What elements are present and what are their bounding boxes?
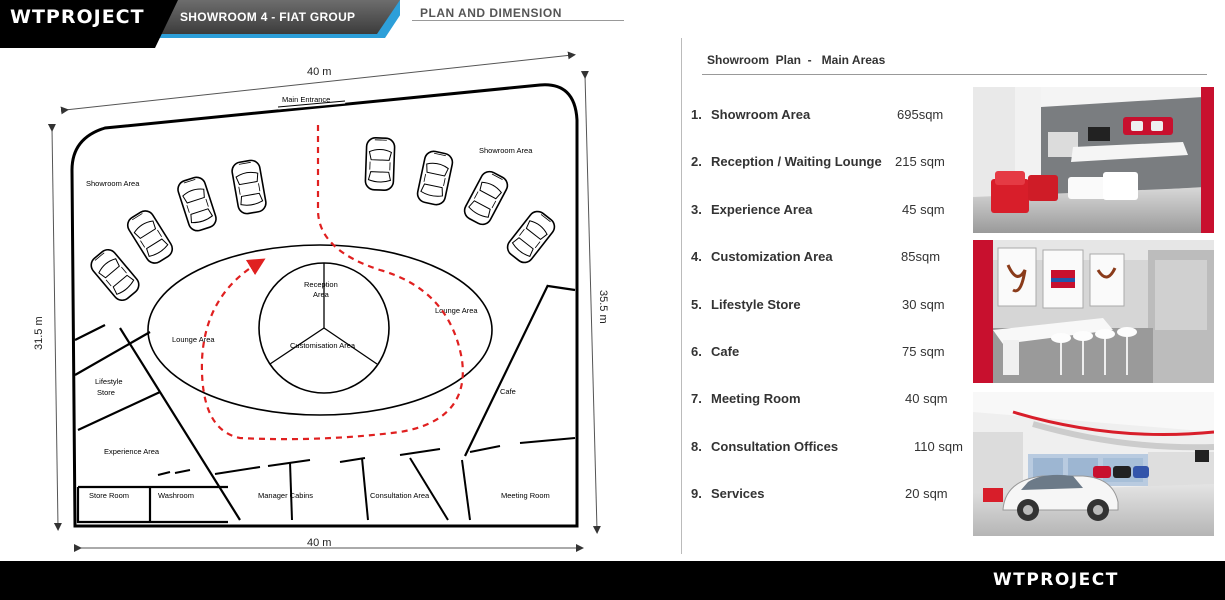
lounge-ellipse (147, 244, 493, 416)
car-icon (503, 207, 559, 267)
lounge-left-label: Lounge Area (172, 335, 215, 344)
dim-left-label: 31.5 m (33, 316, 45, 350)
area-name: Cafe (711, 344, 740, 359)
area-size: 20 sqm (905, 486, 948, 501)
car-icon (460, 167, 512, 229)
showroom-right-label: Showroom Area (479, 146, 533, 155)
area-name: Experience Area (711, 202, 813, 217)
car-icon (86, 245, 144, 305)
dim-arrow-left (47, 123, 62, 531)
car-icon (229, 158, 269, 216)
car-icon (174, 174, 220, 234)
photo-cafe (973, 240, 1214, 383)
car-icon (364, 136, 396, 192)
manager-cabins-label: Manager Cabins (258, 491, 313, 500)
photo-showroom (973, 392, 1214, 536)
area-size: 30 sqm (902, 297, 945, 312)
area-name: Customization Area (711, 249, 833, 264)
area-number: 7. (691, 391, 702, 406)
photo-reception-lounge (973, 87, 1214, 233)
lifestyle-label-2: Store (97, 388, 115, 397)
area-name: Meeting Room (711, 391, 801, 406)
store-room-label: Store Room (89, 491, 129, 500)
lifestyle-label-1: Lifestyle (95, 377, 123, 386)
area-size: 45 sqm (902, 202, 945, 217)
page-subtitle: PLAN AND DIMENSION (420, 6, 562, 20)
customisation-label: Customisation Area (290, 341, 356, 350)
area-row: 1. Showroom Area 695sqm (691, 107, 971, 127)
dim-arrow-right (580, 70, 601, 534)
panel-title: Showroom Plan - Main Areas (707, 53, 886, 67)
floor-plan: 40 m 40 m 31.5 m 35.5 m Main Entrance Re… (0, 40, 680, 560)
area-number: 9. (691, 486, 702, 501)
footer-logo: WTPROJECT (993, 570, 1119, 590)
area-size: 110 sqm (914, 439, 963, 454)
area-name: Lifestyle Store (711, 297, 801, 312)
title-banner (150, 0, 400, 38)
dim-right-label: 35.5 m (597, 290, 609, 324)
dim-top-label: 40 m (307, 66, 331, 78)
area-row: 5. Lifestyle Store 30 sqm (691, 297, 971, 317)
main-entrance-label: Main Entrance (282, 95, 330, 104)
logo-banner (0, 0, 178, 48)
area-row: 8. Consultation Offices 110 sqm (691, 439, 971, 459)
area-size: 695sqm (897, 107, 944, 122)
area-row: 7. Meeting Room 40 sqm (691, 391, 971, 411)
area-number: 5. (691, 297, 702, 312)
area-number: 1. (691, 107, 702, 122)
area-size: 85sqm (901, 249, 941, 264)
reception-label-1: Reception (304, 280, 338, 289)
panel-title-underline (702, 74, 1207, 75)
cafe-label: Cafe (500, 387, 516, 396)
area-number: 8. (691, 439, 702, 454)
area-number: 3. (691, 202, 702, 217)
footer: WTPROJECT (0, 561, 1225, 600)
vertical-divider (681, 38, 682, 554)
car-icon (123, 206, 177, 268)
lounge-right-label: Lounge Area (435, 306, 478, 315)
consultation-label: Consultation Area (370, 491, 430, 500)
subtitle-underline (412, 20, 624, 21)
area-name: Consultation Offices (711, 439, 839, 454)
area-row: 9. Services 20 sqm (691, 486, 971, 506)
area-size: 75 sqm (902, 344, 945, 359)
area-row: 3. Experience Area 45 sqm (691, 202, 971, 222)
area-number: 4. (691, 249, 702, 264)
area-name: Services (711, 486, 765, 501)
header-logo: WTPROJECT (10, 6, 145, 28)
experience-label: Experience Area (104, 447, 160, 456)
visitor-path (200, 125, 464, 441)
dim-arrow-top (60, 51, 576, 115)
area-number: 2. (691, 154, 702, 169)
area-row: 6. Cafe 75 sqm (691, 344, 971, 364)
floor-plan-drawing: 40 m 40 m 31.5 m 35.5 m Main Entrance Re… (33, 51, 609, 552)
area-row: 4. Customization Area 85sqm (691, 249, 971, 269)
area-size: 40 sqm (905, 391, 948, 406)
car-icon (415, 148, 455, 208)
page-title: SHOWROOM 4 - FIAT GROUP (180, 10, 356, 24)
area-name: Showroom Area (711, 107, 811, 122)
dim-bottom-label: 40 m (307, 537, 331, 549)
area-number: 6. (691, 344, 702, 359)
reception-label-2: Area (313, 290, 330, 299)
building-outline (70, 83, 579, 528)
area-row: 2. Reception / Waiting Lounge 215 sqm (691, 154, 971, 174)
area-name: Reception / Waiting Lounge (711, 154, 882, 169)
header: WTPROJECT SHOWROOM 4 - FIAT GROUP PLAN A… (0, 0, 1225, 48)
area-size: 215 sqm (895, 154, 945, 169)
washroom-label: Washroom (158, 491, 194, 500)
showroom-left-label: Showroom Area (86, 179, 140, 188)
meeting-room-label: Meeting Room (501, 491, 550, 500)
